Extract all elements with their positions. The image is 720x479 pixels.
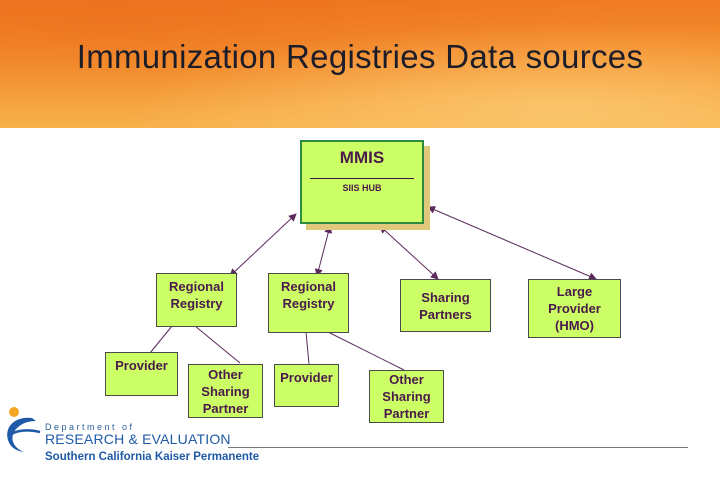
regional-registry-box-2: Regional Registry (268, 273, 349, 333)
slide-title: Immunization Registries Data sources (76, 38, 644, 75)
arrow-hub-regional-registry-2 (314, 225, 333, 277)
research-evaluation-logo-icon (7, 407, 41, 452)
arrow-hub-large-provider (427, 206, 597, 280)
line-registry2-provider (305, 331, 310, 365)
line-registry1-other-partner (194, 325, 241, 364)
other-sharing-partner-box-2: Other Sharing Partner (369, 370, 444, 423)
department-name: RESEARCH & EVALUATION (45, 431, 231, 447)
mmis-hub-box: MMIS SIIS HUB (300, 140, 424, 224)
other-sharing-partner-box-1: Other Sharing Partner (188, 364, 263, 418)
hub-title: MMIS (339, 148, 385, 167)
regional-registry-box-1: Regional Registry (156, 273, 237, 327)
provider-box-2: Provider (274, 364, 339, 407)
sharing-partners-box: Sharing Partners (400, 279, 491, 332)
large-provider-box: Large Provider (HMO) (528, 279, 621, 338)
line-registry2-other-partner (327, 331, 405, 371)
provider-box-1: Provider (105, 352, 178, 396)
arrow-hub-sharing-partners (379, 225, 439, 280)
footer-divider (228, 447, 688, 448)
arrow-hub-regional-registry-1 (229, 213, 297, 277)
department-label: Department of (45, 422, 135, 432)
hub-divider (310, 178, 414, 179)
hub-subtitle: SIIS HUB (342, 183, 382, 193)
title-banner (0, 0, 720, 128)
organization-name: Southern California Kaiser Permanente (45, 451, 260, 463)
line-registry1-provider (149, 325, 173, 354)
